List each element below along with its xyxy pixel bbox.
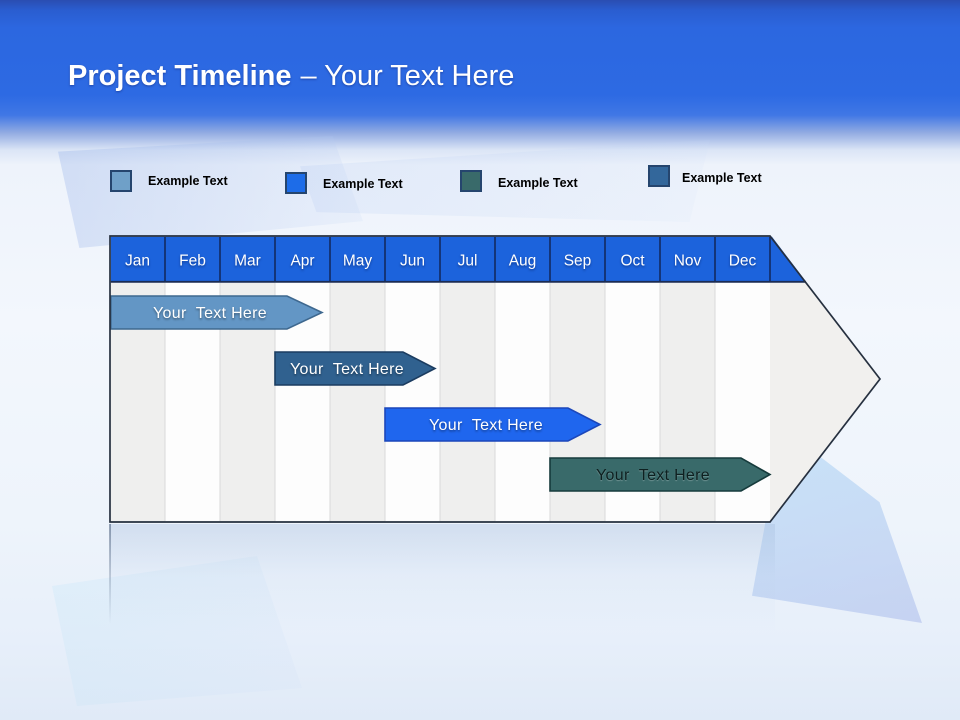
bar-3-shape [384, 407, 602, 442]
timeline-month-header[interactable]: Jan Feb Mar Apr May Jun Jul Aug Sep Oct … [110, 236, 807, 283]
month-labels: Jan Feb Mar Apr May Jun Jul Aug Sep Oct … [125, 253, 757, 270]
bar-2-shape [274, 351, 437, 386]
month-label-may: May [343, 253, 373, 270]
month-label-jan: Jan [125, 253, 150, 270]
month-label-apr: Apr [290, 253, 314, 270]
month-label-nov: Nov [674, 253, 702, 270]
legend-swatch-1[interactable] [110, 170, 132, 192]
legend-label-4: Example Text [682, 171, 762, 185]
month-label-mar: Mar [234, 253, 261, 270]
month-label-jul: Jul [458, 253, 478, 270]
month-header-dividers [164, 237, 771, 281]
timeline-bar-4[interactable]: Your Text Here [549, 457, 772, 492]
month-label-feb: Feb [179, 253, 206, 270]
legend-label-1: Example Text [148, 174, 228, 188]
timeline-bar-2[interactable]: Your Text Here [274, 351, 437, 386]
month-label-sep: Sep [564, 253, 592, 270]
bar-2-label: Your Text Here [290, 361, 404, 378]
timeline-bar-3[interactable]: Your Text Here [384, 407, 602, 442]
title-main: Project Timeline [68, 60, 292, 92]
bar-4-label: Your Text Here [596, 467, 710, 484]
bar-3-label: Your Text Here [429, 417, 543, 434]
legend-swatch-3[interactable] [460, 170, 482, 192]
bar-4-shape [549, 457, 772, 492]
month-header-band [110, 236, 807, 282]
month-label-aug: Aug [509, 253, 537, 270]
month-label-dec: Dec [729, 253, 757, 270]
month-label-oct: Oct [620, 253, 645, 270]
legend-swatch-4[interactable] [648, 165, 670, 187]
legend-swatch-2[interactable] [285, 172, 307, 194]
bar-1-label: Your Text Here [153, 305, 267, 322]
legend-label-2: Example Text [323, 177, 403, 191]
title-subtitle: – Your Text Here [300, 60, 515, 92]
legend-label-3: Example Text [498, 176, 578, 190]
page-title[interactable]: Project Timeline– Your Text Here [68, 58, 514, 94]
month-label-jun: Jun [400, 253, 425, 270]
timeline-bars: Your Text Here Your Text Here Your Text … [110, 295, 772, 492]
timeline-bar-1[interactable]: Your Text Here [110, 295, 324, 330]
timeline-arrow-outline [109, 235, 882, 523]
